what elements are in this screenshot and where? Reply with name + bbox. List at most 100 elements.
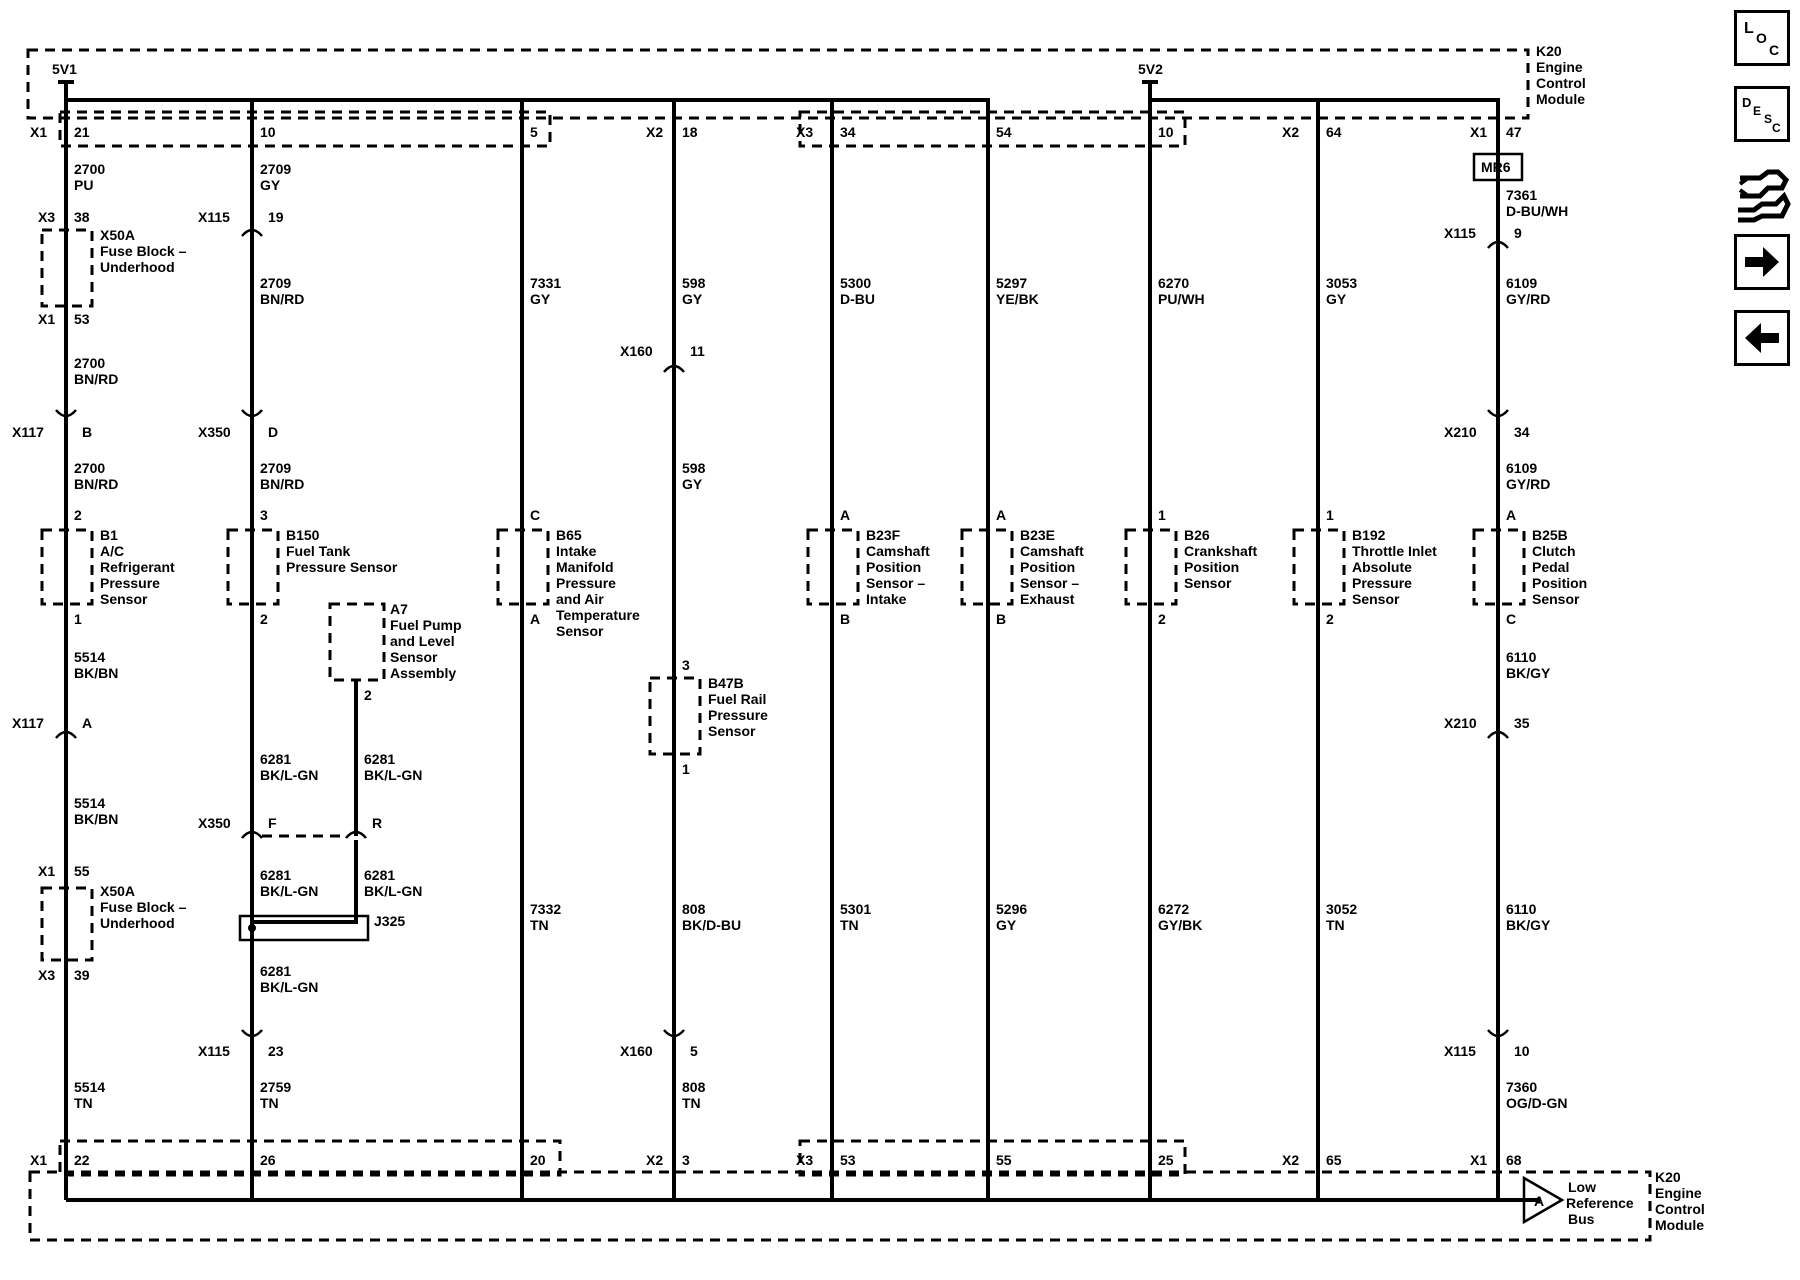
svg-text:X50A: X50A	[100, 227, 135, 243]
svg-text:BK/L-GN: BK/L-GN	[260, 979, 318, 995]
circuit-4: X2 18 598 GY X160 11 598 GY 3 B47B Fuel …	[620, 100, 768, 1200]
circuit-7: 10 6270 PU/WH 1 B26 Crankshaft Position …	[1124, 100, 1257, 1200]
svg-text:Intake: Intake	[556, 543, 597, 559]
svg-text:Crankshaft: Crankshaft	[1184, 543, 1257, 559]
svg-text:E: E	[1753, 104, 1761, 118]
previous-button[interactable]	[1734, 310, 1790, 366]
svg-text:TN: TN	[840, 917, 859, 933]
svg-text:Sensor: Sensor	[708, 723, 756, 739]
loc-button[interactable]: L O C	[1734, 10, 1790, 66]
svg-text:6281: 6281	[260, 751, 291, 767]
svg-text:6272: 6272	[1158, 901, 1189, 917]
svg-text:X350: X350	[198, 424, 231, 440]
svg-text:5: 5	[690, 1043, 698, 1059]
svg-text:25: 25	[1158, 1152, 1174, 1168]
svg-text:C: C	[1769, 42, 1779, 58]
sensor-b26	[1124, 528, 1178, 606]
svg-text:X3: X3	[38, 967, 55, 983]
svg-text:55: 55	[74, 863, 90, 879]
svg-text:TN: TN	[530, 917, 549, 933]
svg-text:X117: X117	[12, 715, 44, 731]
sensor-b1	[40, 528, 94, 606]
circuit-8: X2 64 3053 GY 1 B192 Throttle Inlet Abso…	[1282, 100, 1437, 1200]
svg-text:S: S	[1764, 112, 1772, 126]
svg-text:11: 11	[690, 343, 705, 359]
module-desc-top-1: Engine	[1536, 59, 1583, 75]
svg-text:GY: GY	[530, 291, 551, 307]
svg-text:Absolute: Absolute	[1352, 559, 1412, 575]
svg-text:X50A: X50A	[100, 883, 135, 899]
module-desc-bottom-2: Control	[1655, 1201, 1705, 1217]
svg-text:TN: TN	[74, 1095, 93, 1111]
next-button[interactable]	[1734, 234, 1790, 290]
svg-text:Refrigerant: Refrigerant	[100, 559, 175, 575]
svg-text:X160: X160	[620, 1043, 653, 1059]
svg-text:GY: GY	[260, 177, 281, 193]
svg-text:34: 34	[1514, 424, 1530, 440]
svg-text:X2: X2	[1282, 1152, 1299, 1168]
svg-text:598: 598	[682, 275, 706, 291]
svg-text:10: 10	[1158, 124, 1174, 140]
svg-text:GY: GY	[682, 291, 703, 307]
svg-text:X2: X2	[646, 124, 663, 140]
svg-text:X2: X2	[646, 1152, 663, 1168]
desc-button[interactable]: D E S C	[1734, 86, 1790, 142]
svg-text:54: 54	[996, 124, 1012, 140]
svg-text:PU/WH: PU/WH	[1158, 291, 1205, 307]
svg-text:808: 808	[682, 901, 706, 917]
module-name-top: K20	[1536, 43, 1562, 59]
module-top-outline	[26, 48, 1530, 120]
desc-icon: D E S C	[1742, 95, 1781, 135]
svg-text:Underhood: Underhood	[100, 259, 175, 275]
svg-text:Fuel Pump: Fuel Pump	[390, 617, 462, 633]
svg-text:7332: 7332	[530, 901, 561, 917]
sensor-b25b	[1472, 528, 1526, 606]
svg-text:X115: X115	[1444, 1043, 1476, 1059]
svg-text:X115: X115	[198, 1043, 230, 1059]
svg-text:TN: TN	[682, 1095, 701, 1111]
svg-text:Fuel Tank: Fuel Tank	[286, 543, 351, 559]
circuit-5: X3 34 5300 D-BU A B23F Camshaft Position…	[796, 100, 930, 1200]
fuse-block-x50a-bottom	[40, 886, 94, 962]
svg-text:A7: A7	[390, 601, 408, 617]
rail-5v1-label: 5V1	[52, 61, 77, 77]
arrow-right-icon	[1745, 247, 1779, 277]
svg-text:X1: X1	[1470, 1152, 1487, 1168]
svg-text:6281: 6281	[260, 867, 291, 883]
svg-text:X115: X115	[1444, 225, 1476, 241]
svg-text:B25B: B25B	[1532, 527, 1568, 543]
svg-text:B: B	[82, 424, 92, 440]
svg-text:38: 38	[74, 209, 90, 225]
bottom-conn-x3-shroud	[798, 1139, 1187, 1177]
svg-text:2709: 2709	[260, 275, 291, 291]
svg-text:A: A	[840, 507, 850, 523]
svg-text:3: 3	[682, 1152, 690, 1168]
module-name-bottom: K20	[1655, 1169, 1681, 1185]
svg-text:6281: 6281	[260, 963, 291, 979]
svg-text:2700: 2700	[74, 161, 105, 177]
svg-text:1: 1	[1158, 507, 1166, 523]
svg-text:Manifold: Manifold	[556, 559, 614, 575]
svg-text:Sensor –: Sensor –	[866, 575, 925, 591]
svg-text:20: 20	[530, 1152, 546, 1168]
svg-text:X210: X210	[1444, 715, 1477, 731]
svg-text:BK/D-BU: BK/D-BU	[682, 917, 741, 933]
circuit-9: X1 47 MR6 7361 D-BU/WH X115 9 6109 GY/RD…	[1444, 100, 1587, 1200]
svg-text:9: 9	[1514, 225, 1522, 241]
svg-text:5514: 5514	[74, 1079, 105, 1095]
top-conn-x3-shroud	[798, 110, 1187, 148]
svg-text:5514: 5514	[74, 649, 105, 665]
svg-text:BK/BN: BK/BN	[74, 811, 118, 827]
svg-text:GY/BK: GY/BK	[1158, 917, 1202, 933]
ground-bus-label-3: Bus	[1568, 1211, 1595, 1227]
svg-text:BK/L-GN: BK/L-GN	[260, 883, 318, 899]
svg-text:2: 2	[74, 507, 82, 523]
svg-text:3: 3	[682, 657, 690, 673]
sensor-b23f	[806, 528, 860, 606]
svg-text:X1: X1	[30, 124, 47, 140]
svg-text:BN/RD: BN/RD	[74, 476, 118, 492]
connector-info-button[interactable]	[1734, 160, 1792, 226]
svg-text:X3: X3	[796, 124, 813, 140]
svg-text:55: 55	[996, 1152, 1012, 1168]
module-desc-bottom-1: Engine	[1655, 1185, 1702, 1201]
